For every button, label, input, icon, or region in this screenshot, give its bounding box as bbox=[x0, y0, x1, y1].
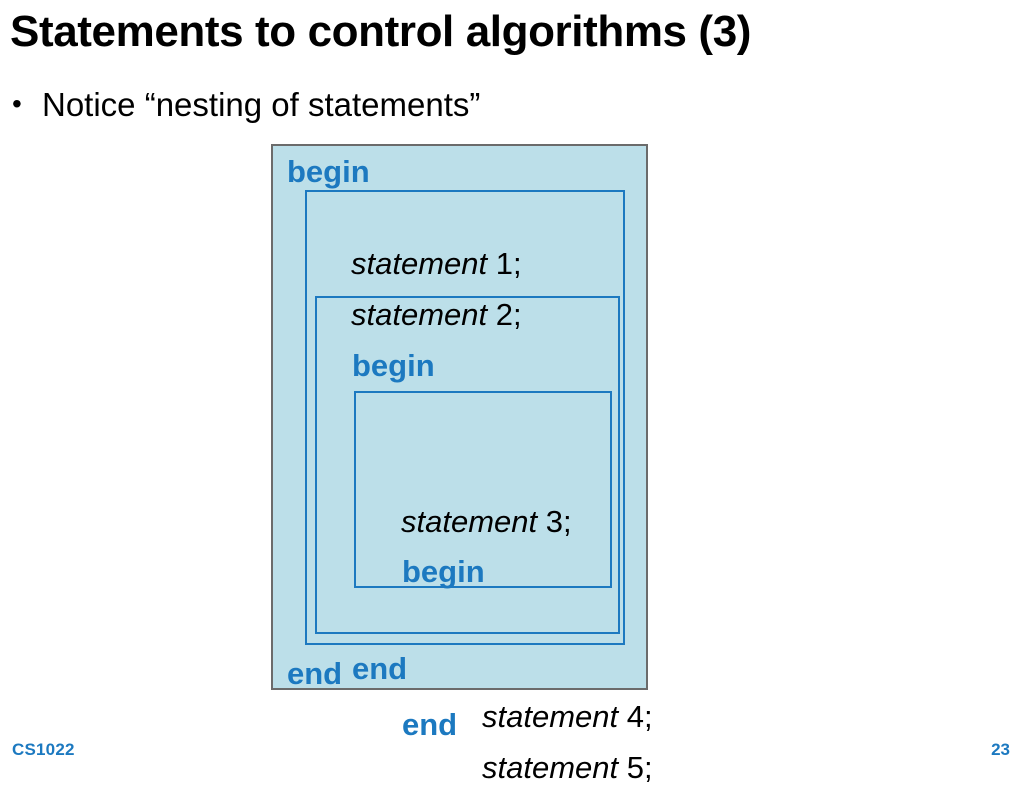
block-box-level-2: statement 1; statement 2; begin end stat… bbox=[305, 190, 653, 783]
block-box-level-4: statement 4; statement 5; bbox=[354, 391, 653, 783]
keyword-begin-level-3: begin bbox=[402, 554, 485, 589]
footer-page-number: 23 bbox=[991, 740, 1010, 759]
statement-3-number: 3; bbox=[537, 504, 572, 539]
page-title: Statements to control algorithms (3) bbox=[10, 7, 752, 56]
statement-1-number: 1; bbox=[487, 246, 522, 281]
keyword-end-level-1: end bbox=[287, 656, 343, 691]
statement-3: statement 3; bbox=[401, 506, 572, 537]
nested-block-diagram: begin end statement 1; statement 2; begi… bbox=[271, 144, 653, 783]
statement-4: statement 4; bbox=[482, 701, 653, 732]
statement-2: statement 2; bbox=[351, 299, 522, 330]
keyword-end-level-2: end bbox=[352, 651, 408, 686]
statement-3-keyword: statement bbox=[401, 504, 538, 539]
statement-1: statement 1; bbox=[351, 248, 522, 279]
keyword-end-level-3: end bbox=[402, 707, 458, 742]
statement-2-number: 2; bbox=[487, 297, 522, 332]
statement-4-number: 4; bbox=[618, 699, 653, 734]
bullet-list-item: • Notice “nesting of statements” bbox=[12, 86, 912, 124]
statement-2-keyword: statement bbox=[351, 297, 488, 332]
bullet-point-icon: • bbox=[12, 88, 22, 119]
bullet-item-label: Notice “nesting of statements” bbox=[42, 86, 481, 123]
keyword-begin-level-2: begin bbox=[352, 348, 435, 383]
keyword-begin-level-1: begin bbox=[287, 154, 370, 189]
statement-1-keyword: statement bbox=[351, 246, 488, 281]
statement-4-keyword: statement bbox=[482, 699, 619, 734]
footer-course-code: CS1022 bbox=[12, 740, 75, 759]
block-box-level-3: statement 3; begin end statement 4; stat… bbox=[315, 296, 653, 783]
